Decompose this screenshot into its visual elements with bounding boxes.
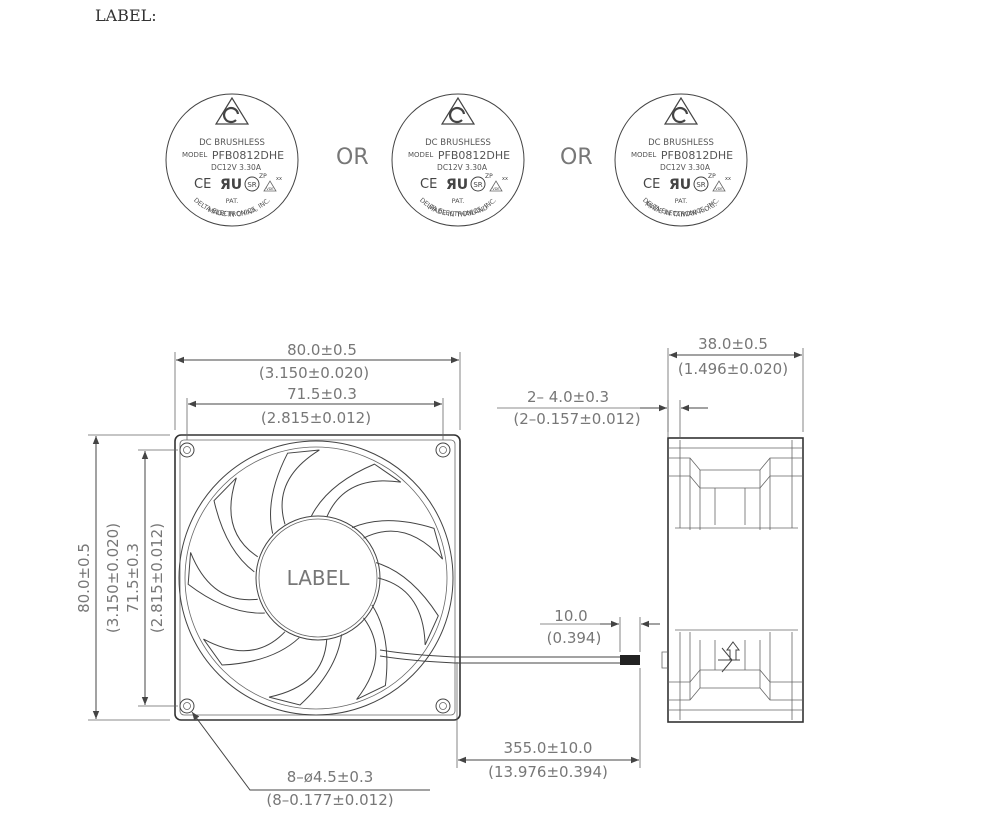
label-type: DC BRUSHLESS — [648, 138, 714, 148]
fan-blade — [351, 520, 444, 560]
fan-blade — [268, 634, 343, 706]
hole-pitch-v-in: (2.815±0.012) — [148, 523, 166, 633]
depth-mm: 38.0±0.5 — [698, 335, 768, 353]
label-type: DC BRUSHLESS — [199, 138, 265, 148]
height-mm: 80.0±0.5 — [75, 543, 93, 613]
tuv-mark-icon: SR — [473, 181, 482, 189]
ce-mark-icon: CE — [420, 177, 437, 192]
patent-note: PAT. — [675, 197, 688, 205]
mounting-hole-icon — [179, 442, 451, 714]
fan-blade — [213, 477, 259, 573]
strip-mm: 10.0 — [554, 607, 587, 625]
electrical-rating: DC12V 3.30A — [660, 163, 711, 172]
tuv-suffix: ZP — [708, 173, 716, 180]
patent-note: PAT. — [226, 197, 239, 205]
vde-suffix: xx — [725, 176, 731, 182]
width-in: (3.150±0.020) — [259, 364, 369, 382]
fan-front-view: LABEL — [174, 434, 640, 721]
width-mm: 80.0±0.5 — [287, 341, 357, 359]
hole-pitch-v-mm: 71.5±0.3 — [124, 543, 142, 613]
strip-in: (0.394) — [547, 629, 602, 647]
lead-in: (13.976±0.394) — [488, 763, 608, 781]
vde-suffix: xx — [276, 176, 282, 182]
holes-mm: 8–ø4.5±0.3 — [287, 768, 374, 786]
dimension-lines — [88, 348, 804, 791]
hole-pitch-in: (2.815±0.012) — [261, 409, 371, 427]
fan-side-view — [661, 437, 804, 723]
model-number: PFB0812DHE — [212, 149, 284, 162]
vde-suffix: xx — [502, 176, 508, 182]
tuv-mark-icon: SR — [696, 181, 705, 189]
ul-mark-icon: ЯU — [446, 177, 468, 193]
flange-in: (2–0.157±0.012) — [513, 410, 640, 428]
fan-blade — [203, 631, 300, 666]
holes-in: (8–0.177±0.012) — [266, 791, 393, 809]
fan-blades — [187, 449, 444, 706]
model-number: PFB0812DHE — [438, 149, 510, 162]
or-separator-1: OR — [336, 145, 369, 170]
ul-mark-icon: ЯU — [669, 177, 691, 193]
depth-in: (1.496±0.020) — [678, 360, 788, 378]
delta-logo-icon — [214, 96, 250, 125]
model-number: PFB0812DHE — [661, 149, 733, 162]
model-prefix: MODEL — [182, 151, 207, 159]
airflow-arrow-icon — [718, 641, 740, 673]
lead-mm: 355.0±10.0 — [504, 739, 593, 757]
vde-mark-icon: VDE — [266, 187, 273, 191]
fan-blade — [310, 463, 402, 518]
hole-pitch-mm: 71.5±0.3 — [287, 385, 357, 403]
patent-note: PAT. — [452, 197, 465, 205]
ce-mark-icon: CE — [194, 177, 211, 192]
tuv-mark-icon: SR — [247, 181, 256, 189]
height-in: (3.150±0.020) — [104, 523, 122, 633]
flange-mm: 2– 4.0±0.3 — [527, 388, 609, 406]
label-heading: LABEL: — [95, 6, 157, 25]
vde-mark-icon: VDE — [715, 187, 722, 191]
fan-blade — [375, 562, 439, 646]
electrical-rating: DC12V 3.30A — [437, 163, 488, 172]
vde-mark-icon: VDE — [492, 187, 499, 191]
model-prefix: MODEL — [631, 151, 656, 159]
ul-mark-icon: ЯU — [220, 177, 242, 193]
fan-blade — [270, 449, 320, 534]
or-separator-2: OR — [560, 145, 593, 170]
model-prefix: MODEL — [408, 151, 433, 159]
label-type: DC BRUSHLESS — [425, 138, 491, 148]
fan-blade — [187, 552, 265, 614]
hub-label: LABEL — [287, 566, 351, 590]
tuv-suffix: ZP — [259, 173, 267, 180]
fan-blade — [356, 604, 388, 700]
electrical-rating: DC12V 3.30A — [211, 163, 262, 172]
delta-logo-icon — [663, 96, 699, 125]
tuv-suffix: ZP — [485, 173, 493, 180]
ce-mark-icon: CE — [643, 177, 660, 192]
delta-logo-icon — [440, 96, 476, 125]
